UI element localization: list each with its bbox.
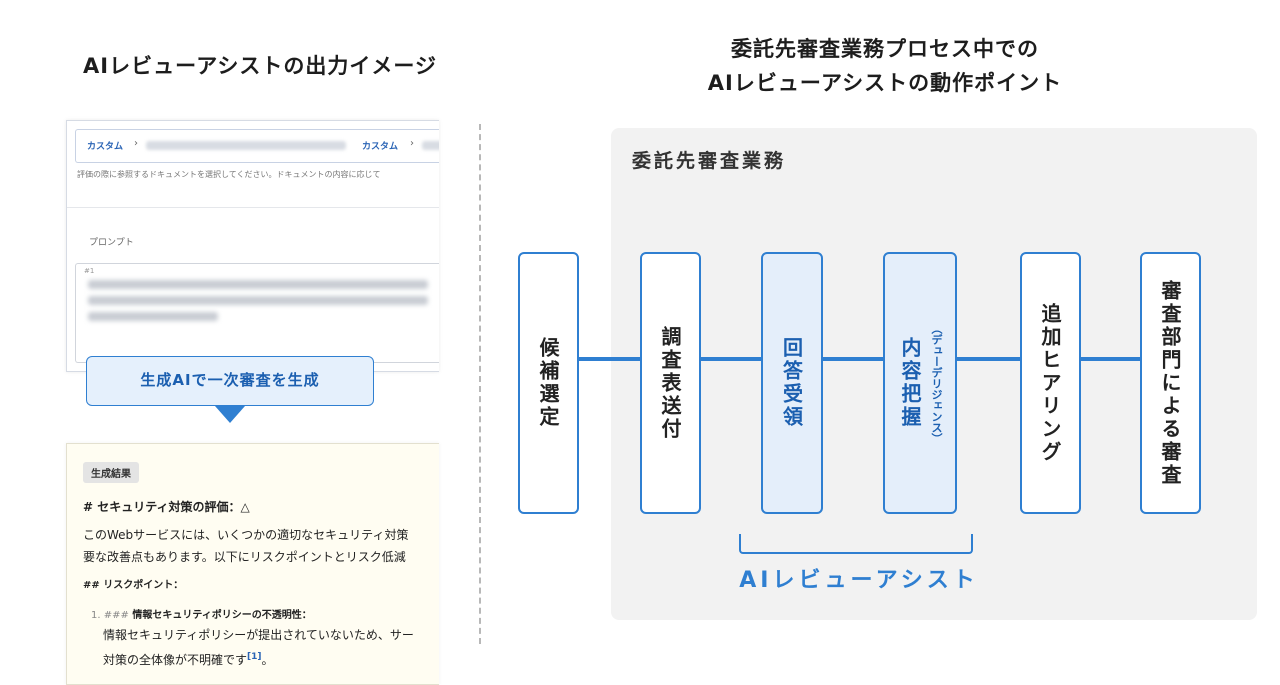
breadcrumb-item-custom-2[interactable]: カスタム	[362, 142, 399, 152]
blurred-prompt-line	[88, 280, 428, 289]
generate-first-review-button[interactable]: 生成AIで一次審査を生成	[86, 356, 374, 406]
process-panel-title: 委託先審査業務	[632, 150, 787, 172]
step-additional-hearing: 追加ヒアリング	[1020, 252, 1081, 514]
right-title-line1: 委託先審査業務プロセス中での	[731, 37, 1039, 61]
step-receive-answers: 回答受領	[761, 252, 823, 514]
down-arrow-icon	[215, 406, 245, 423]
step-review-by-department: 審査部門による審査	[1140, 252, 1201, 514]
prompt-index: #1	[84, 267, 95, 275]
step-label: 回答受領	[779, 337, 804, 429]
risk-item-line: 対策の全体像が不明確です[1]。	[103, 651, 274, 668]
step-candidate-selection: 候補選定	[518, 252, 579, 514]
breadcrumb-separator: ›	[134, 138, 138, 149]
breadcrumb: カスタム › カスタム ›	[75, 129, 439, 163]
prompt-settings-card: カスタム › カスタム › 評価の際に参照するドキュメントを選択してください。ド…	[66, 120, 439, 372]
result-badge: 生成結果	[83, 462, 139, 483]
risk-item-line-text: 対策の全体像が不明確です	[103, 653, 248, 667]
step-label: 調査表送付	[658, 325, 682, 441]
risk-item-line: 情報セキュリティポリシーが提出されていないため、サー	[103, 628, 414, 642]
process-flow-line	[548, 357, 1168, 361]
prompt-textarea[interactable]: #1	[75, 263, 439, 363]
result-heading: # セキュリティ対策の評価：△	[83, 500, 250, 514]
redacted-text	[146, 141, 346, 150]
right-title-line2: AIレビューアシストの動作ポイント	[707, 71, 1063, 95]
ai-scope-bracket	[739, 534, 973, 554]
step-send-questionnaire: 調査表送付	[640, 252, 701, 514]
right-title: 委託先審査業務プロセス中での AIレビューアシストの動作ポイント	[560, 32, 1210, 100]
risk-item-title: 1. ### 情報セキュリティポリシーの不透明性：	[91, 606, 312, 621]
blurred-prompt-line	[88, 296, 428, 305]
step-content-understanding: 内容把握 （デューデリジェンス）	[883, 252, 957, 514]
step-label: 内容把握	[898, 337, 922, 429]
ai-review-assist-label: AIレビューアシスト	[739, 568, 979, 593]
left-title: AIレビューアシストの出力イメージ	[83, 54, 437, 78]
step-label: 追加ヒアリング	[1038, 302, 1062, 464]
generation-result-card: 生成結果 # セキュリティ対策の評価：△ このWebサービスには、いくつかの適切…	[66, 443, 439, 685]
result-paragraph-line: このWebサービスには、いくつかの適切なセキュリティ対策	[83, 528, 409, 542]
reference-link[interactable]: [1]	[247, 652, 262, 662]
section-divider	[479, 124, 481, 644]
risk-points-heading: ## リスクポイント：	[83, 580, 184, 591]
breadcrumb-item-custom-1[interactable]: カスタム	[87, 142, 124, 152]
redacted-text	[422, 141, 439, 150]
blurred-prompt-line	[88, 312, 218, 321]
step-label: 審査部門による審査	[1158, 279, 1182, 487]
result-paragraph-line: 要な改善点もあります。以下にリスクポイントとリスク低減	[83, 550, 406, 564]
divider	[67, 207, 439, 208]
risk-item-title-text: 情報セキュリティポリシーの不透明性：	[132, 610, 312, 621]
sentence-end: 。	[261, 653, 274, 667]
prompt-label: プロンプト	[89, 238, 134, 248]
step-label: 候補選定	[536, 337, 560, 429]
step-sublabel: （デューデリジェンス）	[930, 322, 943, 444]
document-select-description: 評価の際に参照するドキュメントを選択してください。ドキュメントの内容に応じて	[77, 170, 381, 179]
list-marker: 1. ###	[91, 610, 129, 621]
breadcrumb-separator: ›	[410, 138, 414, 149]
